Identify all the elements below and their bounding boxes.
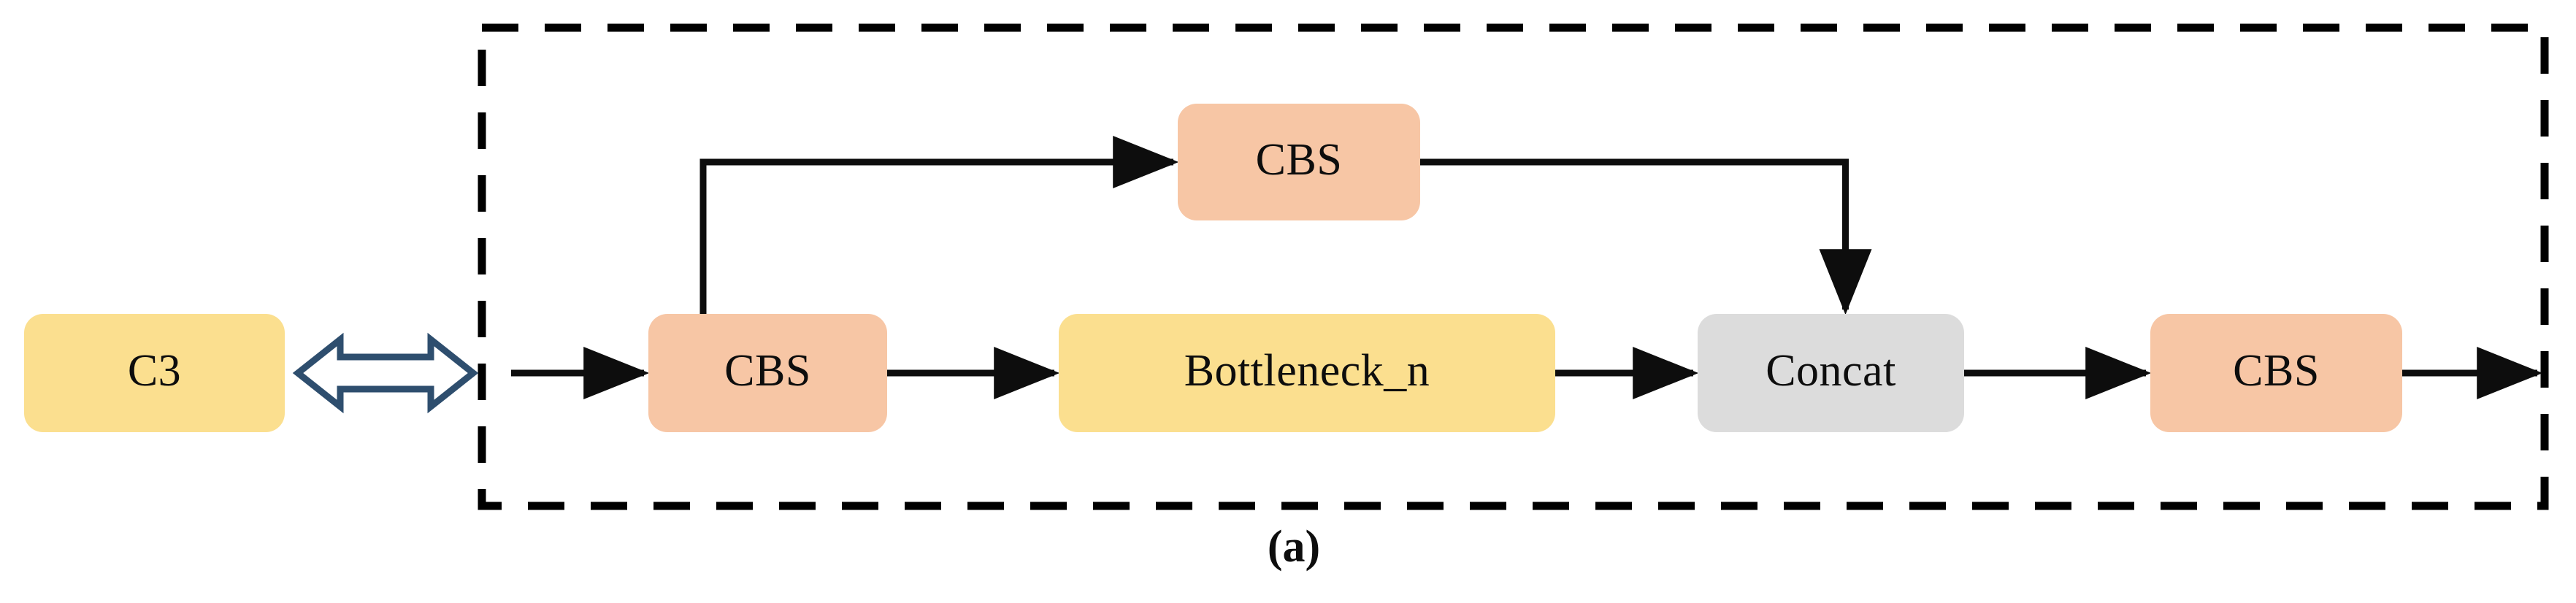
node-cbs-branch-shape bbox=[1178, 104, 1420, 220]
node-cbs-in[interactable]: CBS bbox=[648, 314, 887, 432]
node-bottleneck-shape bbox=[1059, 314, 1555, 432]
node-concat[interactable]: Concat bbox=[1698, 314, 1964, 432]
node-cbs-in-shape bbox=[648, 314, 887, 432]
c3-module-detail-box bbox=[478, 23, 2549, 510]
node-cbs-out-label: CBS bbox=[2233, 346, 2320, 396]
node-cbs-branch-label: CBS bbox=[1256, 135, 1343, 185]
node-bottleneck-label: Bottleneck_n bbox=[1184, 346, 1430, 396]
node-c3-shape bbox=[24, 314, 285, 432]
node-c3-label: C3 bbox=[128, 346, 181, 396]
connector-cbs-in-to-cbs-branch bbox=[699, 136, 1179, 314]
node-cbs-out[interactable]: CBS bbox=[2150, 314, 2402, 432]
bidirectional-equivalence-arrow bbox=[292, 332, 479, 414]
node-concat-label: Concat bbox=[1766, 346, 1896, 396]
node-concat-shape bbox=[1698, 314, 1964, 432]
figure-caption: (a) bbox=[1268, 522, 1320, 572]
node-bottleneck[interactable]: Bottleneck_n bbox=[1059, 314, 1555, 432]
connector-cbs-branch-to-concat bbox=[1420, 158, 1872, 315]
node-c3[interactable]: C3 bbox=[24, 314, 285, 432]
node-cbs-out-shape bbox=[2150, 314, 2402, 432]
node-cbs-branch[interactable]: CBS bbox=[1178, 104, 1420, 220]
node-cbs-in-label: CBS bbox=[724, 346, 811, 396]
